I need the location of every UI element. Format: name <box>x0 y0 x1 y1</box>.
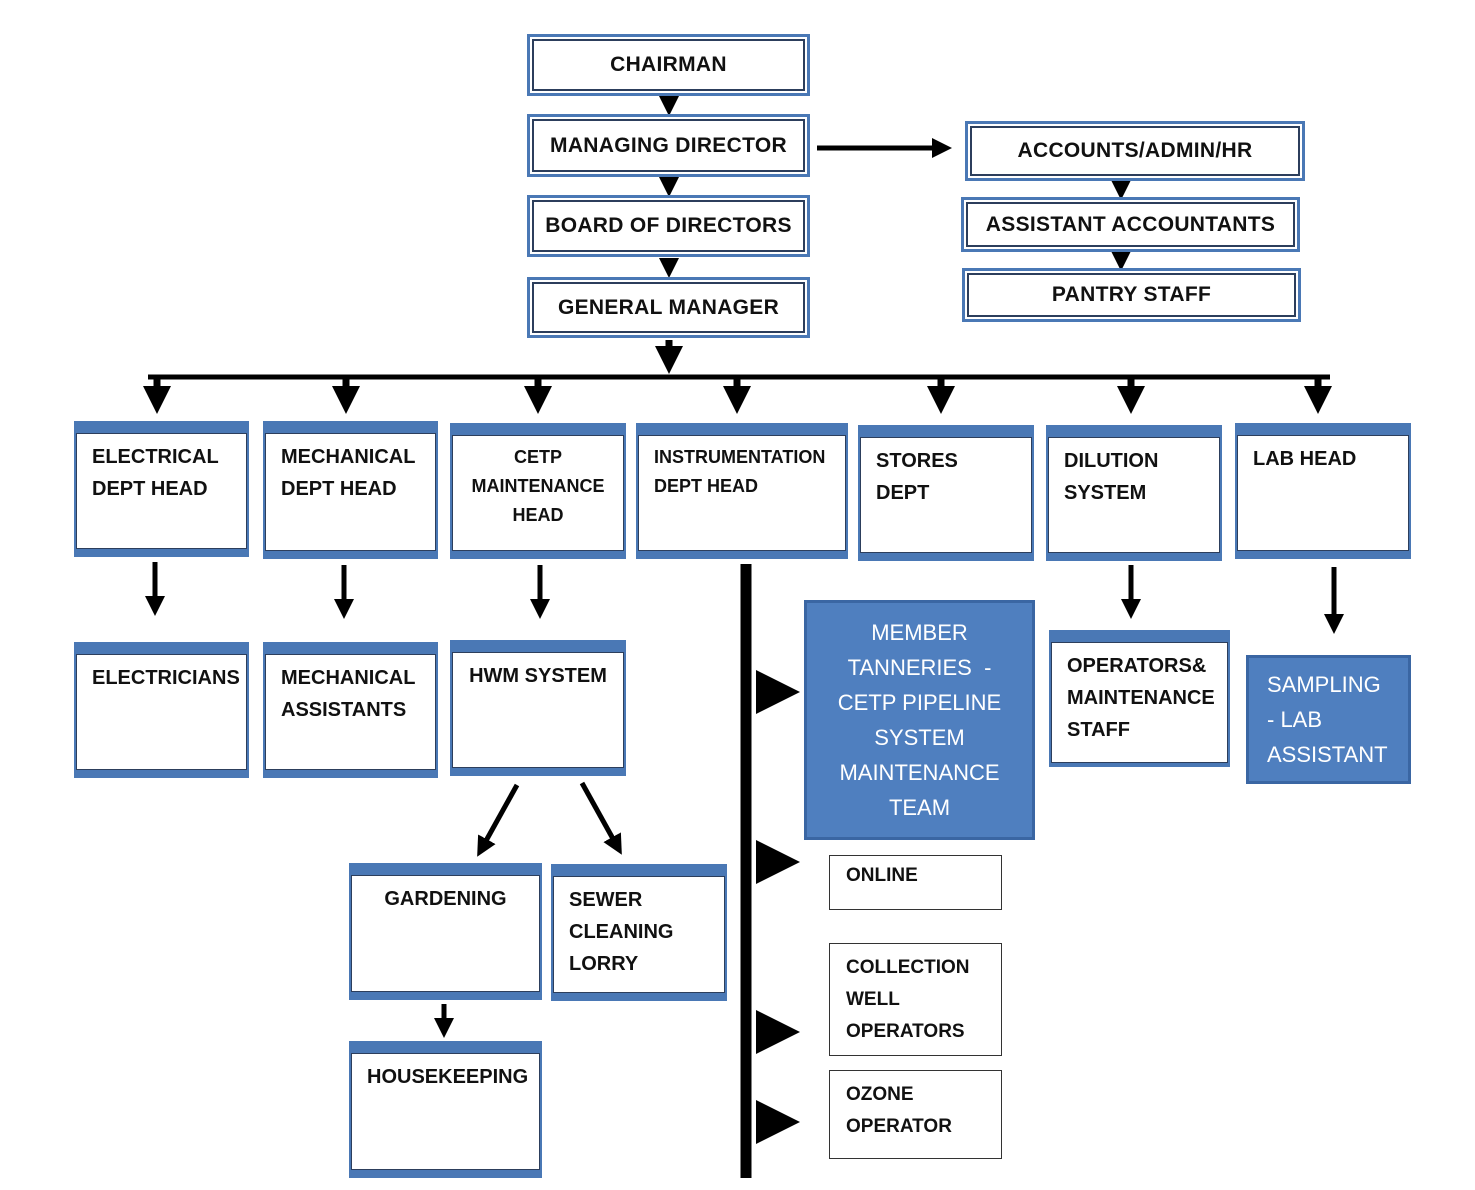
department-bus <box>143 374 1332 414</box>
mechanical-line-2: DEPT HEAD <box>281 478 397 500</box>
housekeeping-box: HOUSEKEEPING <box>349 1041 542 1178</box>
ozone-line-2: OPERATOR <box>846 1116 952 1137</box>
assistant-accountants-label: ASSISTANT ACCOUNTANTS <box>985 212 1276 236</box>
operators-line-2: MAINTENANCE <box>1067 687 1215 709</box>
member-line-3: CETP PIPELINE <box>837 690 1002 715</box>
collection-line-3: OPERATORS <box>846 1021 965 1042</box>
cetp-line-1: CETP <box>513 447 562 467</box>
sampling-line-2: - LAB <box>1267 707 1323 732</box>
lab-line-1: LAB HEAD <box>1253 448 1357 470</box>
collection-line-2: WELL <box>846 989 900 1010</box>
mechanical-dept-head-box: MECHANICAL DEPT HEAD <box>263 421 438 559</box>
dilution-line-1: DILUTION <box>1064 450 1159 472</box>
ozone-operator-box: OZONE OPERATOR <box>829 1070 1002 1159</box>
member-tanneries-box: MEMBER TANNERIES - CETP PIPELINE SYSTEM … <box>804 600 1035 840</box>
dept-down-arrows <box>145 562 1344 634</box>
sewer-line-2: CLEANING <box>569 921 674 943</box>
member-line-5: MAINTENANCE <box>839 760 1000 785</box>
cetp-line-3: HEAD <box>512 505 564 525</box>
accounts-admin-hr-label: ACCOUNTS/ADMIN/HR <box>1017 139 1253 162</box>
instrumentation-line-1: INSTRUMENTATION <box>654 447 826 467</box>
managing-director-box: MANAGING DIRECTOR <box>527 114 810 177</box>
dilution-line-2: SYSTEM <box>1064 482 1147 504</box>
collection-well-operators-box: COLLECTION WELL OPERATORS <box>829 943 1002 1056</box>
stores-line-1: STORES DEPT <box>876 450 958 504</box>
gardening-box: GARDENING <box>349 863 542 1000</box>
hwm-line-1: HWM SYSTEM <box>469 665 607 687</box>
member-line-4: SYSTEM <box>874 725 965 750</box>
operators-maintenance-box: OPERATORS& MAINTENANCE STAFF <box>1049 630 1230 767</box>
sewer-line-3: LORRY <box>569 953 639 975</box>
mech-assist-line-1: MECHANICAL <box>281 667 416 689</box>
general-manager-label: GENERAL MANAGER <box>557 295 780 319</box>
instrumentation-line-2: DEPT HEAD <box>654 476 759 496</box>
electricians-box: ELECTRICIANS <box>74 642 249 778</box>
online-line-1: ONLINE <box>846 865 918 886</box>
electricians-line-1: ELECTRICIANS <box>92 667 240 689</box>
pantry-staff-box: PANTRY STAFF <box>962 268 1301 322</box>
mechanical-line-1: MECHANICAL <box>281 446 416 468</box>
dilution-system-box: DILUTION SYSTEM <box>1046 425 1222 561</box>
assistant-accountants-box: ASSISTANT ACCOUNTANTS <box>961 197 1300 252</box>
sewer-line-1: SEWER <box>569 889 643 911</box>
mech-assist-line-2: ASSISTANTS <box>281 699 407 721</box>
member-line-2: TANNERIES - <box>847 655 992 680</box>
collection-line-1: COLLECTION <box>846 957 970 978</box>
mechanical-assistants-box: MECHANICAL ASSISTANTS <box>263 642 438 778</box>
lab-head-box: LAB HEAD <box>1235 423 1411 559</box>
housekeeping-line-1: HOUSEKEEPING <box>367 1066 529 1088</box>
board-of-directors-label: BOARD OF DIRECTORS <box>545 214 792 237</box>
general-manager-box: GENERAL MANAGER <box>527 277 810 338</box>
instrumentation-trunk <box>740 564 800 1178</box>
ozone-line-1: OZONE <box>846 1084 914 1105</box>
gardening-line-1: GARDENING <box>384 888 507 910</box>
member-line-6: TEAM <box>888 795 951 820</box>
sampling-line-1: SAMPLING <box>1267 672 1381 697</box>
managing-director-label: MANAGING DIRECTOR <box>550 133 787 157</box>
cetp-line-2: MAINTENANCE <box>471 476 605 496</box>
sewer-cleaning-lorry-box: SEWER CLEANING LORRY <box>551 864 727 1001</box>
electrical-line-1: ELECTRICAL <box>92 446 219 468</box>
sampling-lab-assistant-box: SAMPLING - LAB ASSISTANT <box>1246 655 1411 784</box>
hwm-branch-arrows <box>434 781 622 1038</box>
chairman-label: CHAIRMAN <box>610 53 727 76</box>
operators-line-1: OPERATORS& <box>1067 655 1207 677</box>
electrical-dept-head-box: ELECTRICAL DEPT HEAD <box>74 421 249 557</box>
sampling-line-3: ASSISTANT <box>1267 742 1388 767</box>
online-box: ONLINE <box>829 855 1002 910</box>
instrumentation-dept-head-box: INSTRUMENTATION DEPT HEAD <box>636 423 848 559</box>
stores-dept-box: STORES DEPT <box>858 425 1034 561</box>
pantry-staff-label: PANTRY STAFF <box>1051 283 1212 306</box>
chairman-box: CHAIRMAN <box>527 34 810 96</box>
board-of-directors-box: BOARD OF DIRECTORS <box>527 195 810 257</box>
operators-line-3: STAFF <box>1067 719 1130 741</box>
electrical-line-2: DEPT HEAD <box>92 478 208 500</box>
hwm-system-box: HWM SYSTEM <box>450 640 626 776</box>
cetp-maintenance-head-box: CETP MAINTENANCE HEAD <box>450 423 626 559</box>
member-line-1: MEMBER <box>871 620 968 645</box>
accounts-admin-hr-box: ACCOUNTS/ADMIN/HR <box>965 121 1305 181</box>
